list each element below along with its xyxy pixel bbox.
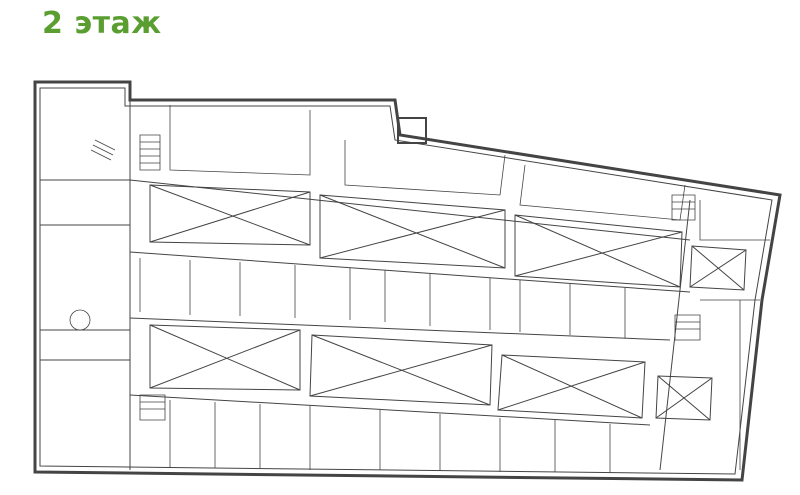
stair-top: [397, 117, 427, 144]
rooms: [69, 105, 770, 473]
floor-title: 2 этаж: [42, 6, 162, 41]
courtyards: [149, 184, 747, 421]
corridors: [40, 100, 691, 471]
building-outline: [33, 80, 782, 482]
inner-outline: [39, 87, 773, 475]
